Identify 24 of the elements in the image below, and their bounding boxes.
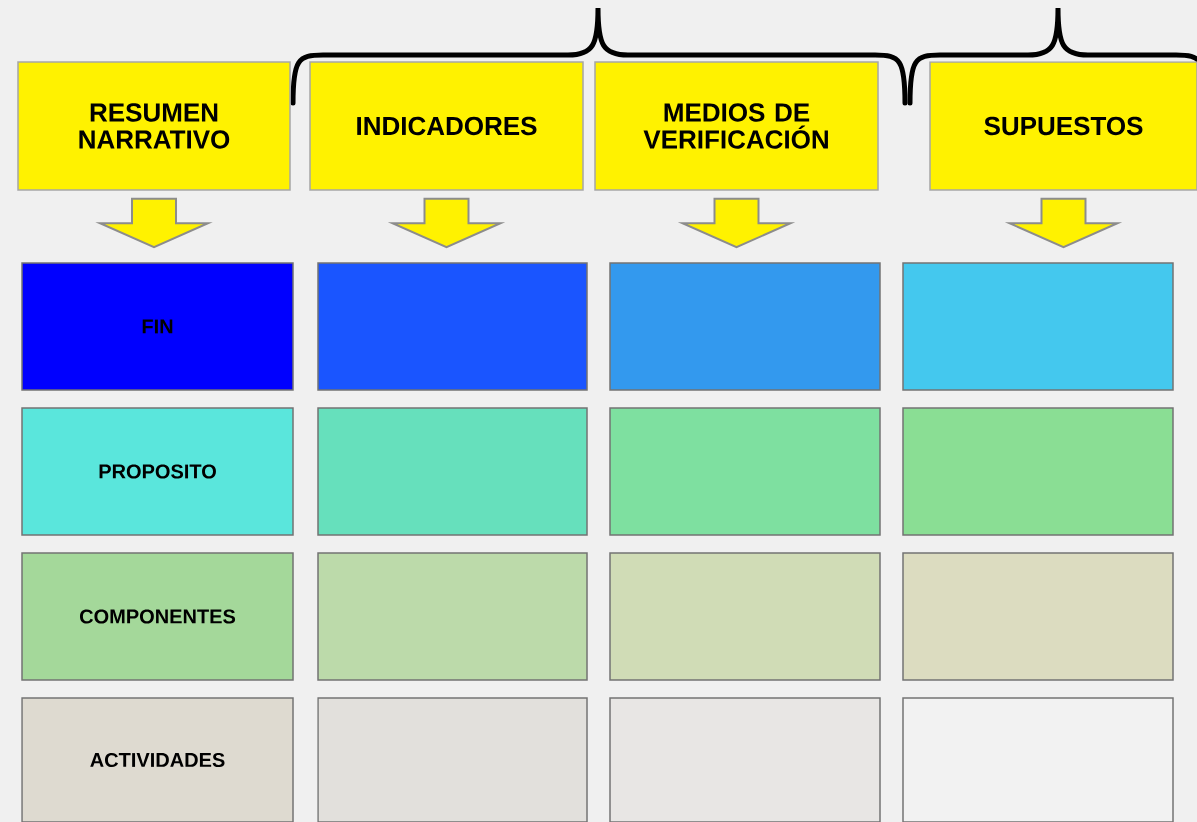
row-box: FIN	[21, 262, 294, 391]
cell-box	[609, 262, 881, 391]
header-box: INDICADORES	[309, 61, 584, 191]
cell-box	[317, 407, 588, 536]
header-box: RESUMEN NARRATIVO	[17, 61, 291, 191]
block-arrow	[677, 197, 796, 249]
block-arrow	[95, 197, 213, 249]
cell-box	[609, 407, 881, 536]
row-box: ACTIVIDADES	[21, 697, 294, 822]
cell-box	[902, 262, 1174, 391]
header-box: SUPUESTOS	[929, 61, 1197, 191]
cell-box	[317, 552, 588, 681]
block-arrow	[1004, 197, 1123, 249]
cell-box	[609, 697, 881, 822]
cell-box	[902, 407, 1174, 536]
header-box: MEDIOS DE VERIFICACIÓN	[594, 61, 879, 191]
row-box: PROPOSITO	[21, 407, 294, 536]
block-arrow	[387, 197, 506, 249]
row-box: COMPONENTES	[21, 552, 294, 681]
cell-box	[609, 552, 881, 681]
cell-box	[317, 697, 588, 822]
cell-box	[902, 552, 1174, 681]
cell-box	[902, 697, 1174, 822]
cell-box	[317, 262, 588, 391]
